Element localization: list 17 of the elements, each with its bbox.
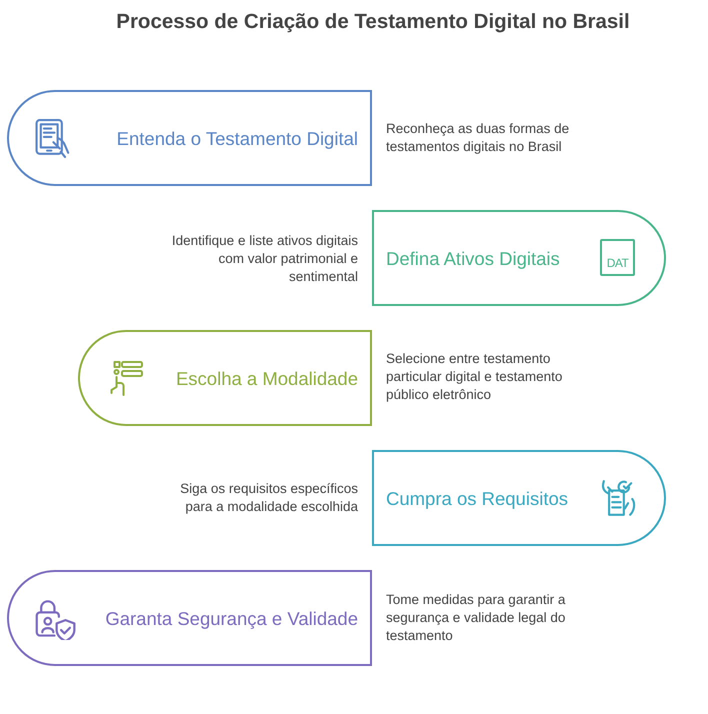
step-title: Defina Ativos Digitais (386, 246, 560, 270)
file-type-tag: DAT (600, 239, 635, 276)
step-title: Garanta Segurança e Validade (105, 606, 358, 630)
step-description: Identifique e liste ativos digitais com valor patrimonial e sentimental (170, 232, 358, 286)
step-description: Tome medidas para garantir a segurança e validade legal do testamento (386, 591, 566, 645)
process-step (7, 90, 372, 186)
process-step (7, 570, 372, 666)
process-step (78, 330, 372, 426)
step-description: Siga os requisitos específicos para a modalidade escolhida (179, 480, 358, 516)
diagram-title: Processo de Criação de Testamento Digital no Brasil (115, 9, 631, 35)
process-step (372, 210, 666, 306)
step-description: Selecione entre testamento particular digital e testamento público eletrônico (386, 350, 564, 404)
process-step (372, 450, 666, 546)
step-title: Entenda o Testamento Digital (116, 126, 358, 150)
step-title: Cumpra os Requisitos (386, 486, 568, 510)
step-title: Escolha a Modalidade (176, 366, 358, 390)
step-description: Reconheça as duas formas de testamentos digitais no Brasil (386, 120, 570, 156)
